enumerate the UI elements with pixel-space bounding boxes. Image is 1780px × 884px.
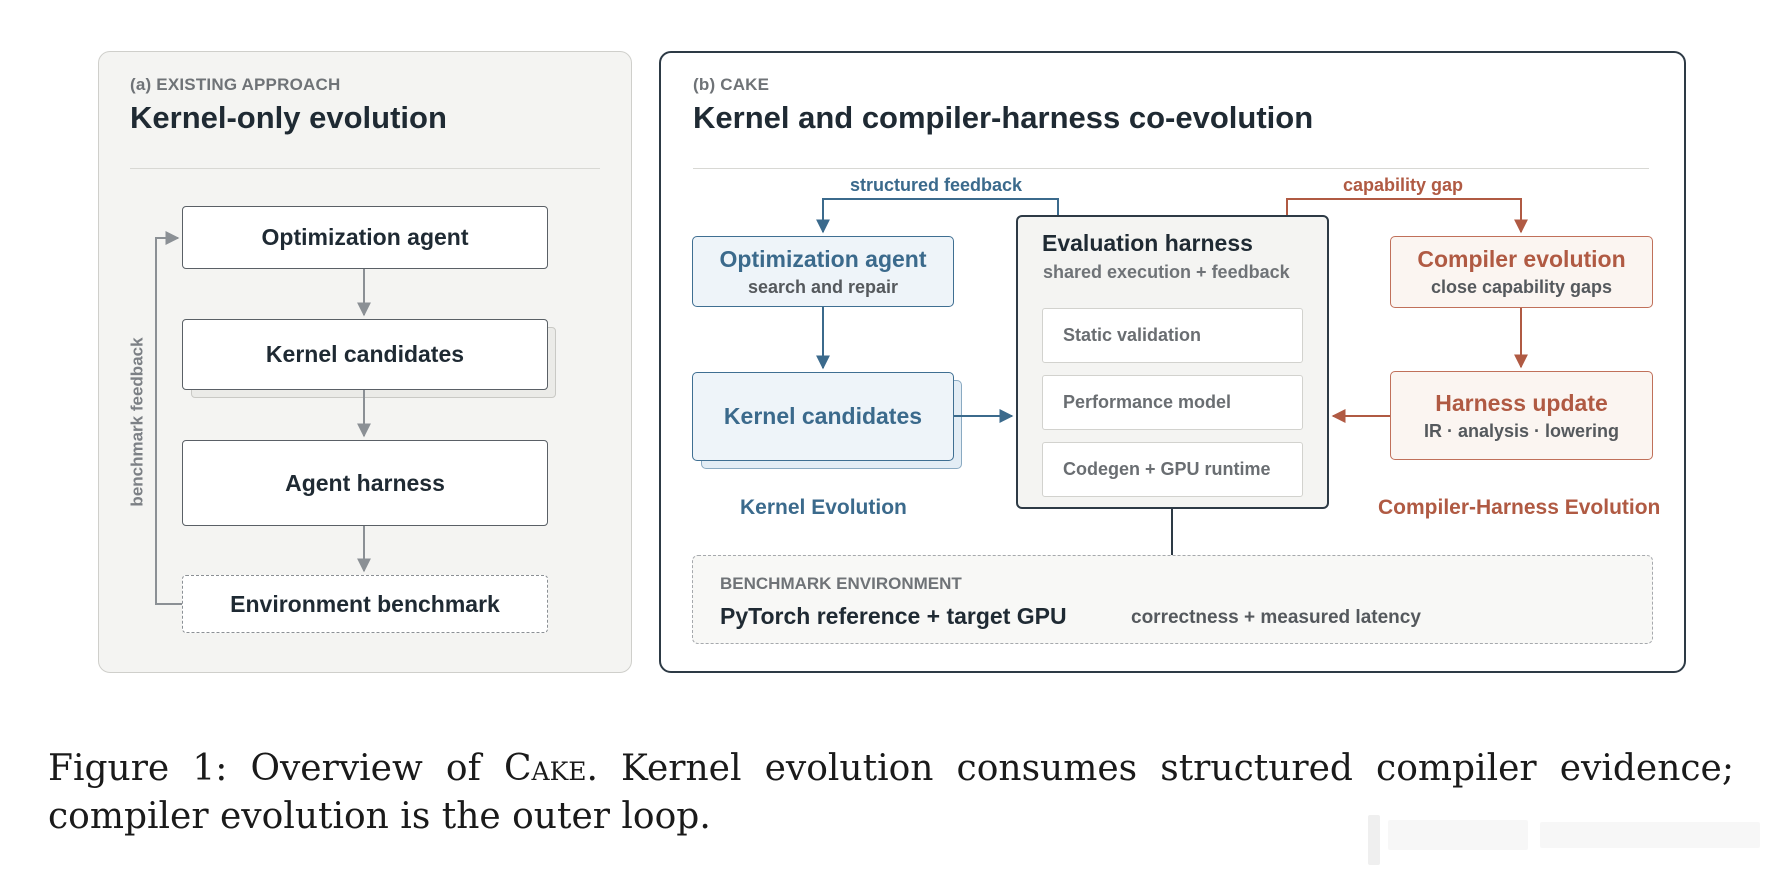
optimization-agent-box: Optimization agent — [182, 206, 548, 269]
caption-system-name: Cake — [503, 748, 587, 789]
watermark-mark — [1368, 815, 1380, 865]
optimization-agent-node: Optimization agent search and repair — [692, 236, 954, 307]
harness-item-static-validation: Static validation — [1042, 308, 1303, 363]
kernel-candidates-title: Kernel candidates — [723, 403, 923, 429]
caption-suffix: . Kernel evolution consumes structured c… — [48, 748, 1734, 837]
panel-a-title: Kernel-only evolution — [130, 100, 447, 135]
watermark-mark — [1388, 820, 1528, 850]
harness-update-title: Harness update — [1435, 389, 1608, 416]
benchmark-feedback-label: benchmark feedback — [127, 337, 147, 507]
panel-b-divider — [693, 168, 1649, 169]
panel-b-eyebrow: (b) CAKE — [693, 75, 770, 94]
environment-benchmark-box: Environment benchmark — [182, 575, 548, 633]
harness-update-subtitle: IR · analysis · lowering — [1423, 420, 1620, 441]
harness-update-node: Harness update IR · analysis · lowering — [1390, 371, 1653, 460]
structured-feedback-label: structured feedback — [850, 175, 1023, 195]
benchmark-environment-box — [692, 555, 1653, 644]
evaluation-harness-title: Evaluation harness — [1042, 230, 1253, 256]
harness-item-performance-model: Performance model — [1042, 375, 1303, 430]
agent-harness-box: Agent harness — [182, 440, 548, 526]
compiler-harness-evolution-label: Compiler-Harness Evolution — [1378, 496, 1661, 519]
capability-gap-label: capability gap — [1343, 175, 1464, 195]
caption-prefix: Figure 1: Overview of — [48, 748, 504, 789]
optimization-agent-subtitle: search and repair — [747, 276, 899, 297]
panel-b-title: Kernel and compiler-harness co-evolution — [693, 100, 1314, 135]
kernel-candidates-node: Kernel candidates — [692, 372, 954, 461]
compiler-evolution-subtitle: close capability gaps — [1430, 277, 1613, 297]
benchmark-environment-main: PyTorch reference + target GPU — [720, 603, 1067, 629]
harness-item-codegen-gpu-runtime: Codegen + GPU runtime — [1042, 442, 1303, 497]
benchmark-environment-eyebrow: BENCHMARK ENVIRONMENT — [720, 574, 962, 593]
compiler-evolution-node: Compiler evolution close capability gaps — [1390, 236, 1653, 308]
kernel-candidates-box: Kernel candidates — [182, 319, 548, 390]
panel-a-divider — [130, 168, 600, 169]
optimization-agent-title: Optimization agent — [719, 245, 927, 272]
evaluation-harness-subtitle: shared execution + feedback — [1043, 262, 1290, 282]
panel-a-eyebrow: (a) EXISTING APPROACH — [130, 75, 341, 94]
kernel-evolution-label: Kernel Evolution — [740, 496, 907, 519]
compiler-evolution-title: Compiler evolution — [1417, 246, 1626, 272]
watermark-mark — [1540, 822, 1760, 848]
figure-caption: Figure 1: Overview of Cake. Kernel evolu… — [48, 745, 1734, 841]
benchmark-environment-side: correctness + measured latency — [1131, 607, 1421, 628]
